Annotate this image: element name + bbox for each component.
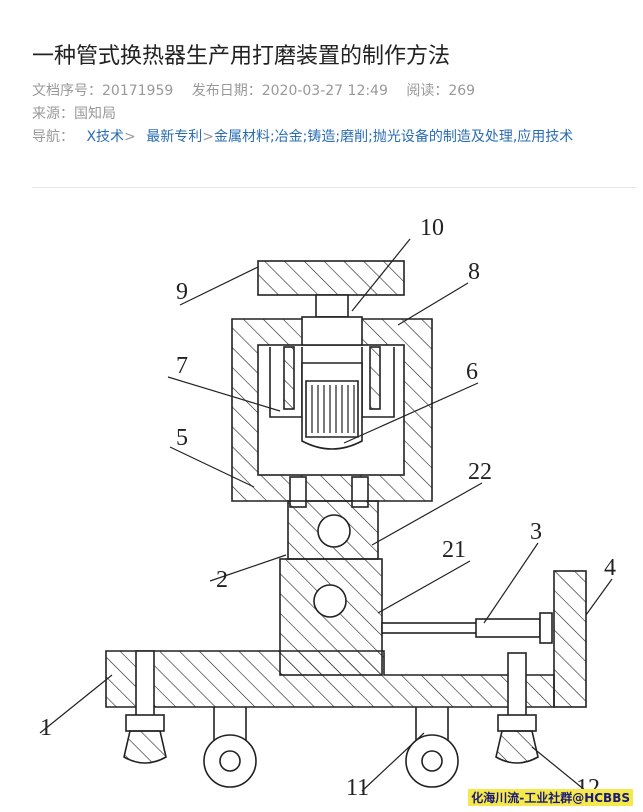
part-label-9: 9: [176, 279, 188, 305]
part-label-11: 11: [346, 775, 369, 801]
part-label-1: 1: [40, 715, 52, 741]
base-plate: [105, 650, 555, 708]
part-label-4: 4: [604, 555, 616, 581]
part-label-22: 22: [468, 459, 492, 485]
part-label-5: 5: [176, 425, 188, 451]
part-label-2: 2: [216, 567, 228, 593]
watermark: 化海川流-工业社群@HCBBS: [468, 789, 633, 806]
part-label-8: 8: [468, 259, 480, 285]
patent-drawing: 10 9 8 7 6 5 22 2 21 3 4 1 11 12: [39, 215, 616, 801]
breadcrumb-link-x-tech[interactable]: X技术: [86, 129, 125, 145]
shaft: [315, 294, 349, 318]
part-label-10: 10: [420, 215, 444, 241]
push-rod: [381, 622, 479, 634]
article-meta: 文档序号：20171959 发布日期：2020-03-27 12:49 阅读：2…: [32, 80, 489, 100]
part-label-3: 3: [530, 519, 542, 545]
side-wall: [553, 570, 587, 708]
part-label-21: 21: [442, 537, 466, 563]
publish-date: 发布日期：2020-03-27 12:49: [191, 83, 388, 99]
breadcrumb-link-latest-patents[interactable]: 最新专利: [146, 129, 203, 145]
part-label-6: 6: [466, 359, 478, 385]
top-plate: [257, 260, 405, 296]
breadcrumb: 导航： X技术> 最新专利>金属材料;冶金;铸造;磨削;抛光设备的制造及处理,应…: [32, 129, 574, 145]
breadcrumb-link-category[interactable]: 金属材料;冶金;铸造;磨削;抛光设备的制造及处理,应用技术: [213, 129, 574, 145]
divider: [32, 187, 637, 188]
part-label-7: 7: [176, 353, 188, 379]
doc-number: 文档序号：20171959: [32, 83, 174, 99]
read-count: 阅读：269: [406, 83, 476, 99]
article-source: 来源：国知局: [32, 106, 116, 122]
page-title: 一种管式换热器生产用打磨装置的制作方法: [32, 44, 451, 69]
